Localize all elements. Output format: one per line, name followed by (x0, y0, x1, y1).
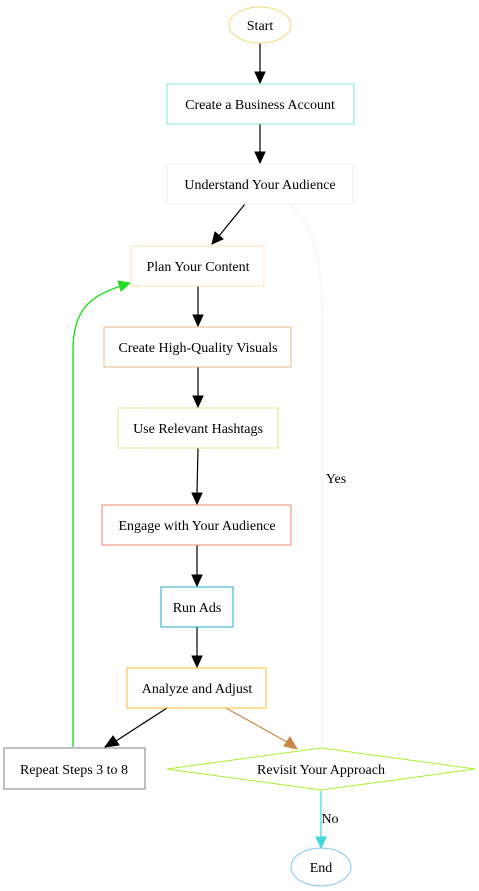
arrowhead (283, 736, 299, 750)
node-start (228, 6, 292, 44)
node-start-label: Start (247, 19, 274, 34)
edge-label-yes: Yes (326, 472, 346, 487)
arrowhead (192, 314, 204, 328)
edge-understand-audience-to-plan-content (218, 203, 246, 237)
arrowhead (315, 836, 327, 850)
edge-yes-understand-audience-to-revisit (287, 203, 323, 748)
node-run-ads-label: Run Ads (173, 601, 222, 616)
arrowhead (191, 574, 203, 588)
arrowhead (117, 280, 132, 292)
arrowhead (254, 151, 266, 165)
node-understand-audience-label: Understand Your Audience (184, 178, 335, 193)
arrowhead (254, 71, 266, 85)
node-understand-audience (166, 163, 354, 205)
node-create-account (166, 83, 355, 125)
edges: Yes No (72, 43, 346, 850)
edge-label-no: No (321, 812, 338, 827)
node-analyze-adjust (126, 667, 267, 709)
node-repeat-steps (3, 747, 146, 790)
node-plan-content-label: Plan Your Content (146, 260, 249, 275)
node-create-visuals (103, 326, 292, 368)
nodes: Start Create a Business Account Understa… (3, 6, 476, 887)
node-use-hashtags (117, 407, 279, 449)
node-run-ads (160, 586, 234, 628)
node-repeat-steps-label: Repeat Steps 3 to 8 (20, 763, 128, 778)
node-create-visuals-label: Create High-Quality Visuals (118, 341, 277, 356)
node-engage-audience-label: Engage with Your Audience (118, 519, 275, 534)
arrowhead (103, 735, 120, 748)
node-analyze-adjust-label: Analyze and Adjust (142, 682, 253, 697)
arrowhead (192, 395, 204, 409)
arrowhead (211, 231, 224, 245)
arrowhead (191, 655, 203, 669)
node-revisit-approach-label: Revisit Your Approach (257, 763, 385, 778)
edge-loop-repeat-steps-to-plan-content (72, 285, 122, 747)
node-end (290, 847, 352, 887)
node-use-hashtags-label: Use Relevant Hashtags (133, 422, 263, 437)
arrowhead (191, 492, 203, 506)
edge-analyze-adjust-to-repeat-steps (115, 707, 168, 742)
node-plan-content (130, 245, 265, 287)
node-engage-audience (101, 504, 292, 546)
edge-use-hashtags-to-engage-audience (196, 447, 199, 494)
node-create-account-label: Create a Business Account (185, 98, 335, 113)
edge-analyze-adjust-to-revisit-approach (225, 707, 288, 743)
node-revisit-approach (166, 747, 476, 791)
node-end-label: End (310, 861, 333, 876)
